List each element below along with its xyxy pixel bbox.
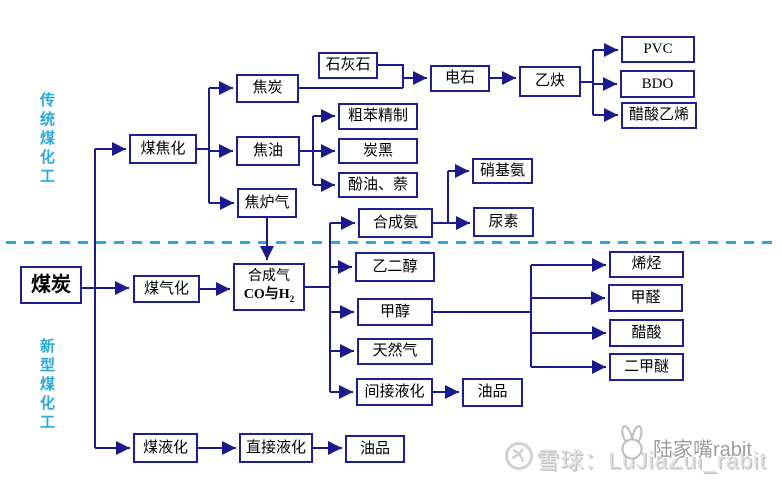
node-urea: 尿素	[473, 207, 534, 237]
node-oil-products-direct: 油品	[345, 435, 405, 463]
node-ethylene-glycol: 乙二醇	[355, 252, 435, 282]
node-bdo: BDO	[620, 70, 695, 98]
account-watermark-text: 陆家嘴rabit	[653, 439, 752, 461]
syngas-line2-subscript: 2	[289, 294, 295, 305]
node-acetylene: 乙炔	[519, 66, 581, 97]
node-limestone: 石灰石	[318, 52, 378, 79]
node-coal: 煤炭	[20, 266, 82, 304]
node-syngas-label: 合成气 CO与H2	[244, 268, 294, 306]
node-nitro-ammonia: 硝基氨	[472, 158, 533, 184]
node-coke-oven-gas: 焦炉气	[237, 188, 297, 218]
node-coal-liquefaction: 煤液化	[133, 433, 198, 463]
node-oil-products-indirect: 油品	[462, 378, 523, 407]
node-syngas: 合成气 CO与H2	[233, 263, 305, 311]
node-coal-gasification: 煤气化	[133, 275, 200, 303]
node-phenol-oil-naphthalene: 酚油、萘	[338, 172, 418, 198]
section-label-traditional: 传统煤化工	[38, 92, 54, 187]
node-dimethyl-ether: 二甲醚	[609, 353, 684, 381]
syngas-line2: CO与H	[243, 287, 290, 303]
node-carbon-black: 炭黑	[338, 138, 418, 164]
node-olefins: 烯烃	[609, 251, 684, 278]
node-pvc: PVC	[621, 36, 695, 63]
section-label-new-type: 新型煤化工	[38, 338, 54, 433]
node-vinyl-acetate: 醋酸乙烯	[621, 102, 697, 129]
rabbit-icon	[621, 425, 643, 460]
node-methanol: 甲醇	[357, 298, 433, 326]
node-acetic-acid: 醋酸	[609, 319, 684, 347]
syngas-line1: 合成气	[247, 269, 290, 285]
node-coal-coking: 煤焦化	[129, 134, 197, 164]
xueqiu-watermark-text: 雪球：LuJiaZui_rabit	[536, 447, 767, 473]
node-calcium-carbide: 电石	[430, 65, 490, 92]
node-coal-tar: 焦油	[236, 136, 300, 166]
node-crude-benzene-refining: 粗苯精制	[338, 103, 418, 130]
node-synthetic-ammonia: 合成氨	[358, 208, 433, 238]
node-direct-liquefaction: 直接液化	[239, 433, 313, 463]
node-coke: 焦炭	[236, 74, 299, 103]
node-indirect-liquefaction: 间接液化	[356, 378, 433, 406]
node-natural-gas: 天然气	[357, 338, 433, 365]
node-formaldehyde: 甲醛	[608, 284, 683, 312]
snowball-icon	[505, 442, 533, 470]
